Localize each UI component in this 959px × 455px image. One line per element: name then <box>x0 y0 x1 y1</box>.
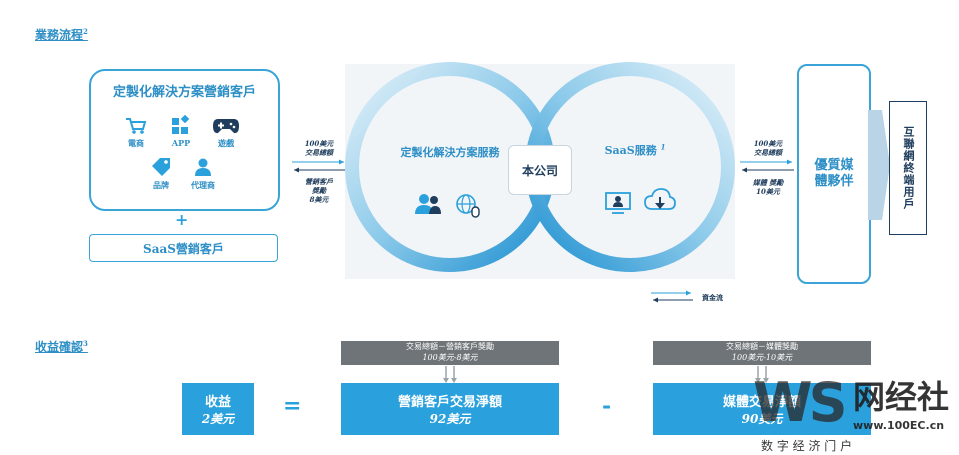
games-item: 遊戲 <box>206 117 246 149</box>
marketing-clients-title: 定製化解決方案營銷客戶 <box>112 85 256 100</box>
agency-label: 代理商 <box>191 180 215 190</box>
marketing-net-value: 92美元 <box>429 412 471 426</box>
company-box: 本公司 <box>508 145 572 195</box>
end-user-arrow <box>868 110 890 220</box>
revenue-value: 2美元 <box>201 412 235 426</box>
business-flow-title: 業務流程2 <box>35 27 88 42</box>
media-formula-values: 100美元-10美元 <box>731 353 793 362</box>
globe-click-icon <box>456 194 480 218</box>
minus-sign: - <box>602 393 612 419</box>
marketing-clients-box: 定製化解決方案營銷客戶 電商 APP 遊戲 品牌 <box>89 69 280 211</box>
media-partner-box: 優質媒體夥伴 <box>797 64 871 284</box>
right-flow-arrows <box>740 159 794 173</box>
media-down-arrows <box>755 366 769 383</box>
games-label: 遊戲 <box>218 138 234 148</box>
marketing-formula-box: 交易總額－營銷客戶獎勵 100美元-8美元 <box>341 341 559 365</box>
saas-clients-title: SaaS營銷客戶 <box>143 241 224 256</box>
watermark-slogan: 数 字 经 济 门 户 <box>761 439 853 453</box>
shopping-cart-icon <box>126 118 147 134</box>
media-net-value: 90美元 <box>741 412 783 426</box>
marketing-formula: 交易總額－營銷客戶獎勵 <box>406 342 494 351</box>
end-users-box: 互聯網終端用戶 <box>889 101 927 235</box>
equals-sign: = <box>283 393 302 419</box>
cloud-download-icon <box>644 188 676 210</box>
media-net-box: 媒體交易淨額 90美元 <box>653 383 871 435</box>
ecommerce-label: 電商 <box>128 138 144 148</box>
tag-icon <box>152 158 170 176</box>
marketing-down-arrows <box>443 366 457 383</box>
saas-clients-box: SaaS營銷客戶 <box>89 234 278 262</box>
end-users-title: 互聯網終端用戶 <box>902 126 915 210</box>
revenue-title: 收益 <box>204 395 231 410</box>
person-icon <box>195 158 211 176</box>
media-partner-title: 優質媒體夥伴 <box>814 158 854 189</box>
brand-item: 品牌 <box>141 157 181 191</box>
marketing-net-title: 營銷客戶交易淨額 <box>397 395 502 410</box>
users-icon <box>415 194 441 214</box>
media-net-title: 媒體交易淨額 <box>722 395 801 410</box>
app-label: APP <box>171 138 191 148</box>
ecommerce-item: 電商 <box>116 117 156 149</box>
fund-flow-legend-label: 資金流 <box>702 293 723 302</box>
fund-flow-legend-arrows <box>651 290 693 303</box>
app-grid-icon <box>172 115 190 134</box>
left-top-arrow-label: 100美元 交易總額 <box>304 139 334 157</box>
left-flow-arrows <box>292 159 346 173</box>
right-top-arrow-label: 100美元 交易總額 <box>753 139 783 157</box>
revenue-box: 收益 2美元 <box>182 383 254 435</box>
custom-solution-service-label: 定製化解決方案服務 <box>400 146 500 159</box>
marketing-formula-values: 100美元-8美元 <box>422 353 478 362</box>
right-bottom-arrow-label: 媒體 獎勵 10美元 <box>752 178 784 196</box>
media-formula-box: 交易總額－媒體獎勵 100美元-10美元 <box>653 341 871 365</box>
revenue-recognition-title: 收益確認3 <box>35 339 88 354</box>
agency-item: 代理商 <box>183 157 223 191</box>
marketing-net-box: 營銷客戶交易淨額 92美元 <box>341 383 559 435</box>
left-bottom-arrow-label: 營銷客戶 獎勵 8美元 <box>305 177 333 204</box>
app-item: APP <box>163 115 199 148</box>
monitor-user-icon <box>605 192 631 214</box>
media-formula: 交易總額－媒體獎勵 <box>726 342 798 351</box>
brand-label: 品牌 <box>153 180 169 190</box>
company-label: 本公司 <box>521 163 558 178</box>
gamepad-icon <box>213 119 239 134</box>
saas-service-label: SaaS服務 1 <box>604 142 666 157</box>
plus-sign: + <box>175 210 189 229</box>
